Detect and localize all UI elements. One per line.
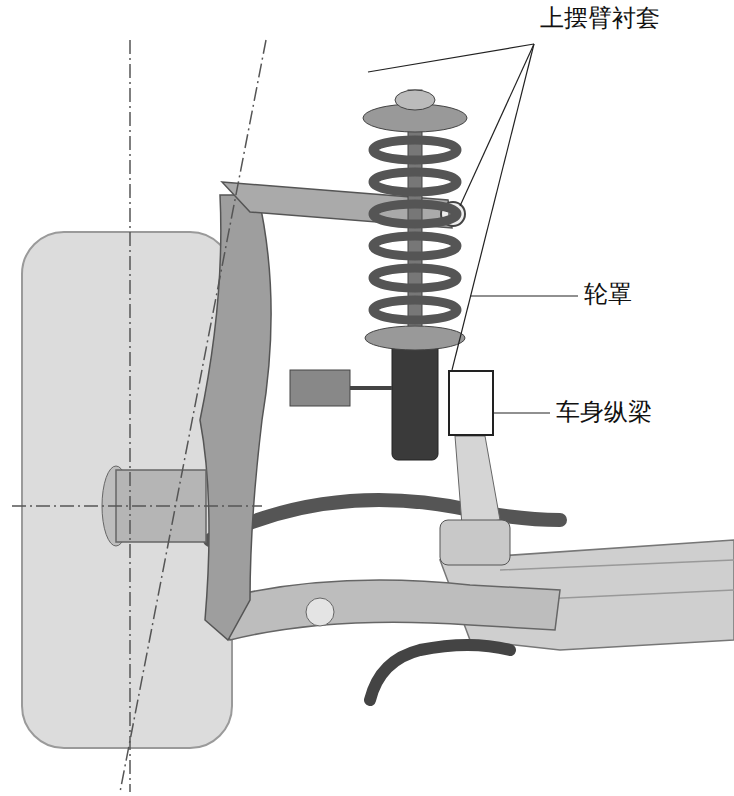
part-label: 车身纵梁: [554, 398, 654, 427]
center-line: [12, 40, 266, 792]
leader-line: [368, 44, 578, 413]
part-label: 上摆臂衬套: [538, 4, 662, 33]
coil-spring: [373, 140, 457, 320]
body-rail-box: [449, 371, 493, 435]
steering-knuckle: [200, 195, 271, 640]
part-label: 轮罩: [582, 280, 634, 309]
tire: [22, 232, 232, 748]
lower-arm: [215, 580, 560, 640]
